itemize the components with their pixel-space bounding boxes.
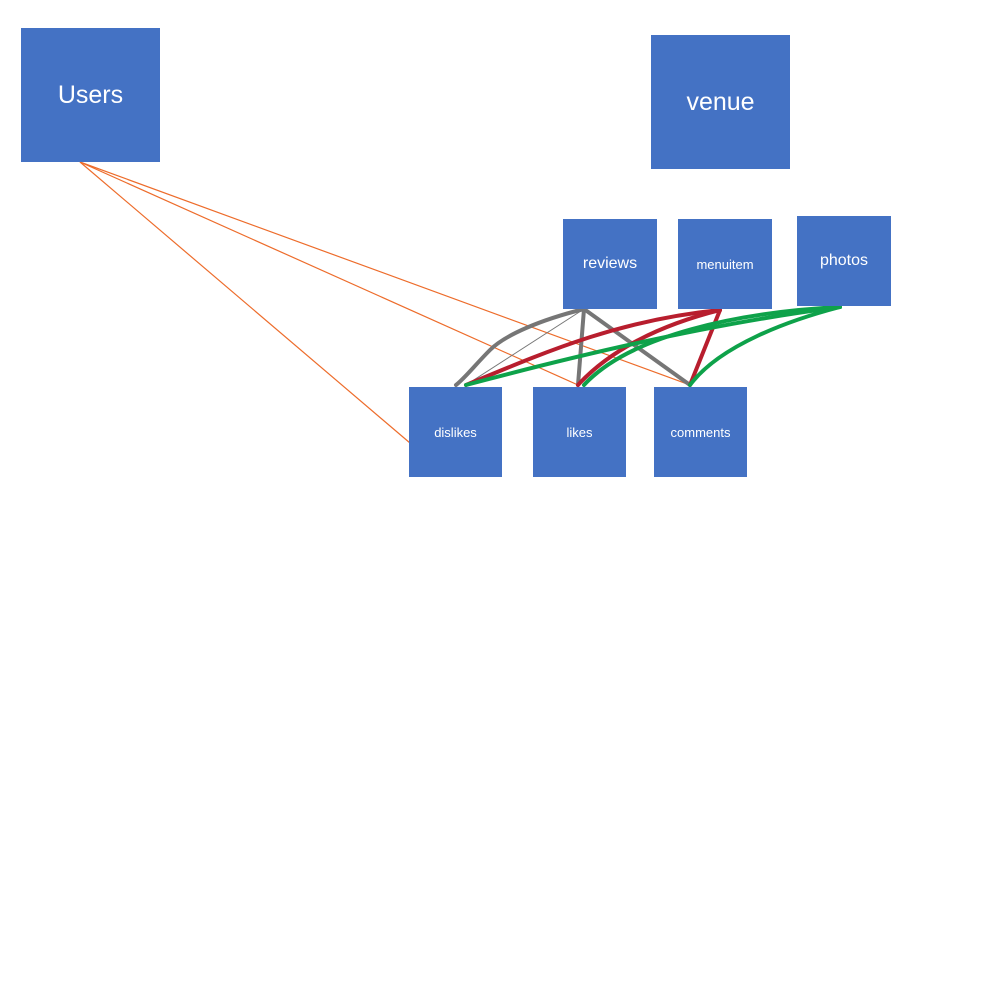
- edge-users-likes: [79, 161, 579, 386]
- edge-photos-likes: [582, 305, 842, 387]
- edge-reviews-likes: [576, 307, 586, 387]
- node-comments: comments: [654, 387, 747, 477]
- edge-users-comments: [79, 161, 691, 386]
- menuitem-links: [464, 308, 722, 387]
- node-menuitem: menuitem: [678, 219, 772, 309]
- edge-menuitem-comments: [688, 308, 722, 387]
- node-dislikes: dislikes: [409, 387, 502, 477]
- photos-links: [464, 305, 842, 387]
- edge-photos-dislikes: [464, 305, 842, 387]
- edge-users-dislikes: [79, 161, 411, 444]
- node-likes: likes: [533, 387, 626, 477]
- node-reviews: reviews: [563, 219, 657, 309]
- edge-photos-comments: [688, 305, 842, 387]
- node-venue: venue: [651, 35, 790, 169]
- edge-reviews-dislikes: [454, 307, 586, 387]
- node-photos: photos: [797, 216, 891, 306]
- edge-menuitem-likes: [576, 308, 722, 387]
- node-users: Users: [21, 28, 160, 162]
- edge-menuitem-dislikes: [464, 308, 722, 387]
- edge-reviews-dislikes-thin: [465, 308, 585, 386]
